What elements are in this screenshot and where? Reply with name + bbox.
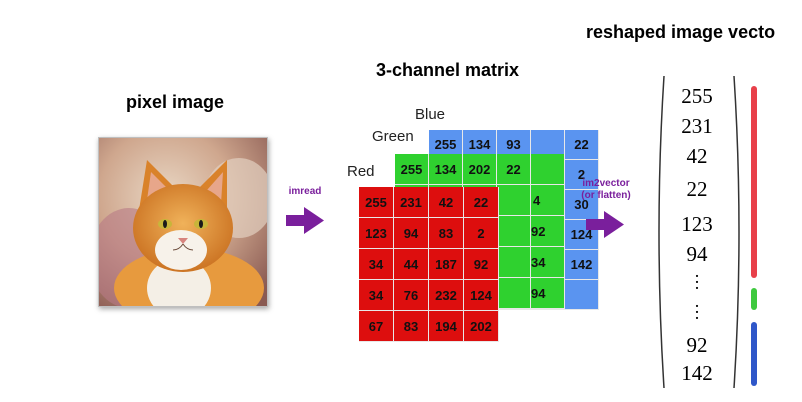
- matrix-cell: 67: [359, 311, 394, 342]
- vector-ellipsis: ...: [694, 291, 700, 323]
- matrix-cell: 2: [565, 160, 599, 190]
- matrix-cell: 30: [565, 190, 599, 220]
- matrix-cell: 94: [531, 278, 565, 309]
- imread-arrow-icon: [286, 207, 324, 234]
- matrix-cell: 255: [359, 187, 394, 218]
- imread-label: imread: [288, 186, 322, 197]
- matrix-cell: 124: [565, 220, 599, 250]
- matrix-cell: 92: [464, 249, 499, 280]
- matrix-cell: 92: [531, 216, 565, 247]
- vector-ellipsis: ...: [694, 261, 700, 293]
- vector-value: 94: [686, 242, 708, 266]
- vector-value: 255: [681, 84, 713, 108]
- matrix-cell: 123: [359, 218, 394, 249]
- red-channel-label: Red: [347, 163, 375, 180]
- matrix-cell: 124: [464, 280, 499, 311]
- matrix-title: 3-channel matrix: [376, 60, 520, 80]
- cat-image: [98, 137, 268, 307]
- vector-value: 142: [681, 361, 713, 385]
- green-segment-bar: [751, 288, 757, 310]
- vector-brackets: [658, 75, 740, 389]
- matrix-cell: 2: [464, 218, 499, 249]
- vector-value: 22: [686, 177, 708, 201]
- vector-title: reshaped image vecto: [586, 22, 776, 42]
- matrix-cell: 34: [531, 247, 565, 278]
- blue-channel-label: Blue: [415, 106, 446, 123]
- vector-value: 231: [681, 114, 713, 138]
- vector-value: 123: [681, 212, 713, 236]
- im2vector-label-line1: im2vector: [582, 178, 630, 189]
- matrix-cell: 22: [497, 154, 531, 185]
- matrix-cell: 4: [531, 185, 565, 216]
- matrix-cell: 44: [394, 249, 429, 280]
- matrix-cell: 194: [429, 311, 464, 342]
- im2vector-label-line2: (or flatten): [581, 190, 631, 201]
- matrix-cell: 231: [394, 187, 429, 218]
- green-channel-label: Green: [372, 128, 414, 145]
- matrix-cell: 187: [429, 249, 464, 280]
- matrix-cell: 34: [359, 249, 394, 280]
- matrix-cell: 255: [395, 154, 429, 185]
- matrix-cell: 42: [429, 187, 464, 218]
- matrix-cell: 22: [464, 187, 499, 218]
- matrix-cell: 134: [429, 154, 463, 185]
- matrix-cell: 34: [359, 280, 394, 311]
- blue-segment-bar: [751, 322, 757, 386]
- im2vector-arrow-icon: [586, 211, 624, 238]
- matrix-cell: 22: [565, 130, 599, 160]
- vector-value: 42: [686, 144, 708, 168]
- pixel-image-title: pixel image: [126, 92, 225, 112]
- matrix-cell: 142: [565, 250, 599, 280]
- matrix-cell: 76: [394, 280, 429, 311]
- red-channel-matrix: 255 231 42 22 123 94 83 2 34 44 187 92 3…: [359, 187, 499, 342]
- im2vector-label: im2vector (or flatten): [570, 178, 642, 202]
- matrix-cell: 83: [394, 311, 429, 342]
- matrix-cell: 202: [464, 311, 499, 342]
- vector-value: 92: [686, 333, 708, 357]
- matrix-cell: 83: [429, 218, 464, 249]
- matrix-cell: 202: [463, 154, 497, 185]
- matrix-cell: 232: [429, 280, 464, 311]
- red-segment-bar: [751, 86, 757, 278]
- matrix-cell: 94: [394, 218, 429, 249]
